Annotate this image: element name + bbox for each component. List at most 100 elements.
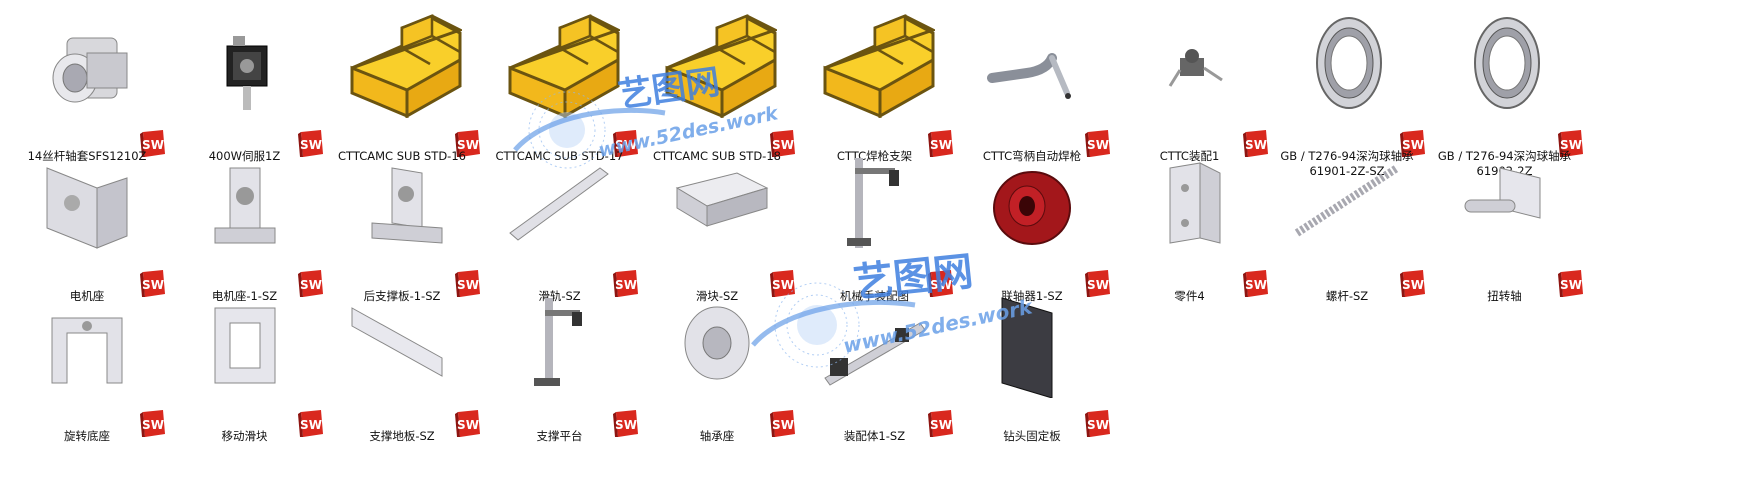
file-item[interactable]: SW 轴承座 [630, 280, 804, 443]
solidworks-badge-icon: SW [297, 130, 323, 157]
file-item[interactable]: SW 零件4 [1103, 140, 1277, 303]
slide-block-icon [657, 148, 777, 258]
solidworks-badge-icon: SW [1557, 270, 1583, 297]
angle-bracket-icon [1130, 148, 1250, 258]
file-name: CTTC装配1 [1159, 149, 1220, 163]
file-name: 联轴器1-SZ [1001, 289, 1063, 303]
assembly-block-icon [815, 8, 935, 118]
svg-text:SW: SW [930, 418, 952, 432]
svg-text:SW: SW [1560, 278, 1582, 292]
solidworks-badge-icon: SW [1085, 130, 1110, 157]
svg-text:SW: SW [457, 138, 479, 152]
solidworks-badge-icon: SW [1400, 270, 1425, 297]
svg-text:SW: SW [1402, 138, 1424, 152]
file-item[interactable]: SW 钻头固定板 [945, 280, 1119, 443]
file-item[interactable]: SW 支撑地板-SZ [315, 280, 489, 443]
file-name: 钻头固定板 [1003, 429, 1061, 443]
solidworks-badge-icon: SW [297, 410, 323, 437]
file-name: 装配体1-SZ [843, 429, 906, 443]
solidworks-badge-icon: SW [770, 410, 795, 437]
motor-base-plate-icon [27, 148, 147, 258]
assembly-icon [815, 288, 935, 398]
svg-text:SW: SW [142, 138, 164, 152]
file-name: 电机座-1-SZ [211, 289, 278, 303]
solidworks-badge-icon: SW [1242, 270, 1268, 297]
file-item[interactable]: SW 电机座 [0, 140, 174, 303]
svg-text:SW: SW [930, 138, 952, 152]
file-item[interactable]: SW GB / T276-94深沟球轴承 61901-2Z-SZ [1260, 0, 1434, 178]
support-platform-icon [500, 288, 620, 398]
solidworks-badge-icon: SW [927, 130, 953, 157]
solidworks-badge-icon: SW [140, 130, 165, 157]
solidworks-badge-icon: SW [455, 270, 480, 297]
assembly-block-icon [342, 8, 462, 118]
file-item[interactable]: SW 支撑平台 [473, 280, 647, 443]
file-item[interactable]: SW 后支撑板-1-SZ [315, 140, 489, 303]
svg-text:SW: SW [300, 278, 322, 292]
solidworks-badge-icon: SW [927, 410, 953, 437]
slide-rail-icon [500, 148, 620, 258]
solidworks-badge-icon: SW [1242, 130, 1268, 157]
svg-text:SW: SW [300, 418, 322, 432]
file-item[interactable]: SW 机械手装配图 [788, 140, 962, 303]
svg-text:SW: SW [930, 278, 952, 292]
file-item[interactable]: SW 14丝杆轴套SFS1210Z [0, 0, 174, 163]
rotary-base-icon [27, 288, 147, 398]
file-name: 旋转底座 [64, 429, 110, 443]
file-item[interactable]: SW GB / T276-94深沟球轴承 61902-2Z [1418, 0, 1592, 178]
file-name: 后支撑板-1-SZ [363, 289, 441, 303]
file-item[interactable]: SW CTTC装配1 [1103, 0, 1277, 163]
svg-text:SW: SW [1087, 418, 1109, 432]
manipulator-icon [815, 148, 935, 258]
svg-text:SW: SW [1087, 138, 1109, 152]
solidworks-badge-icon: SW [1400, 130, 1425, 157]
file-name: CTTCAMC SUB STD-16 [338, 149, 466, 163]
solidworks-badge-icon: SW [612, 410, 638, 437]
file-item[interactable]: SW 旋转底座 [0, 280, 174, 443]
file-name: 支撑地板-SZ [369, 429, 435, 443]
file-item[interactable]: SW 400W伺服1Z [158, 0, 332, 163]
file-name: 零件4 [1174, 289, 1205, 303]
file-item[interactable]: SW 联轴器1-SZ [945, 140, 1119, 303]
screw-rod-icon [1287, 148, 1407, 258]
solidworks-badge-icon: SW [297, 270, 323, 297]
ball-bearing-icon [1287, 8, 1407, 118]
coupling-icon [972, 148, 1092, 258]
motor-bracket-icon [185, 148, 305, 258]
file-name: CTTC弯柄自动焊枪 [982, 149, 1082, 163]
solidworks-badge-icon: SW [1085, 270, 1110, 297]
flange-bearing-icon [27, 8, 147, 118]
svg-text:SW: SW [142, 418, 164, 432]
file-item[interactable]: SW 装配体1-SZ [788, 280, 962, 443]
file-item[interactable]: SW CTTC焊枪支架 [788, 0, 962, 163]
file-name: 14丝杆轴套SFS1210Z [27, 149, 147, 163]
small-assembly-icon [1130, 8, 1250, 118]
file-item[interactable]: SW CTTCAMC SUB STD-17 [473, 0, 647, 163]
file-item[interactable]: SW CTTC弯柄自动焊枪 [945, 0, 1119, 163]
svg-text:SW: SW [457, 278, 479, 292]
svg-text:SW: SW [457, 418, 479, 432]
file-item[interactable]: SW CTTCAMC SUB STD-16 [315, 0, 489, 163]
file-name: GB / T276-94深沟球轴承 61901-2Z-SZ [1280, 149, 1414, 178]
svg-text:SW: SW [1245, 278, 1267, 292]
file-item[interactable]: SW 滑块-SZ [630, 140, 804, 303]
file-item[interactable]: SW CTTCAMC SUB STD-18 [630, 0, 804, 163]
file-name: 螺杆-SZ [1325, 289, 1369, 303]
support-floor-icon [342, 288, 462, 398]
bent-torch-icon [972, 8, 1092, 118]
solidworks-badge-icon: SW [140, 270, 165, 297]
file-item[interactable]: SW 电机座-1-SZ [158, 140, 332, 303]
svg-text:SW: SW [142, 278, 164, 292]
file-name: 400W伺服1Z [208, 149, 281, 163]
svg-text:SW: SW [1245, 138, 1267, 152]
file-item[interactable]: SW 螺杆-SZ [1260, 140, 1434, 303]
svg-text:SW: SW [1560, 138, 1582, 152]
assembly-block-icon [657, 8, 777, 118]
file-item[interactable]: SW 滑轨-SZ [473, 140, 647, 303]
solidworks-badge-icon: SW [612, 270, 638, 297]
file-item[interactable]: SW 扭转轴 [1418, 140, 1592, 303]
servo-motor-icon [185, 8, 305, 118]
assembly-block-icon [500, 8, 620, 118]
moving-slider-icon [185, 288, 305, 398]
file-item[interactable]: SW 移动滑块 [158, 280, 332, 443]
